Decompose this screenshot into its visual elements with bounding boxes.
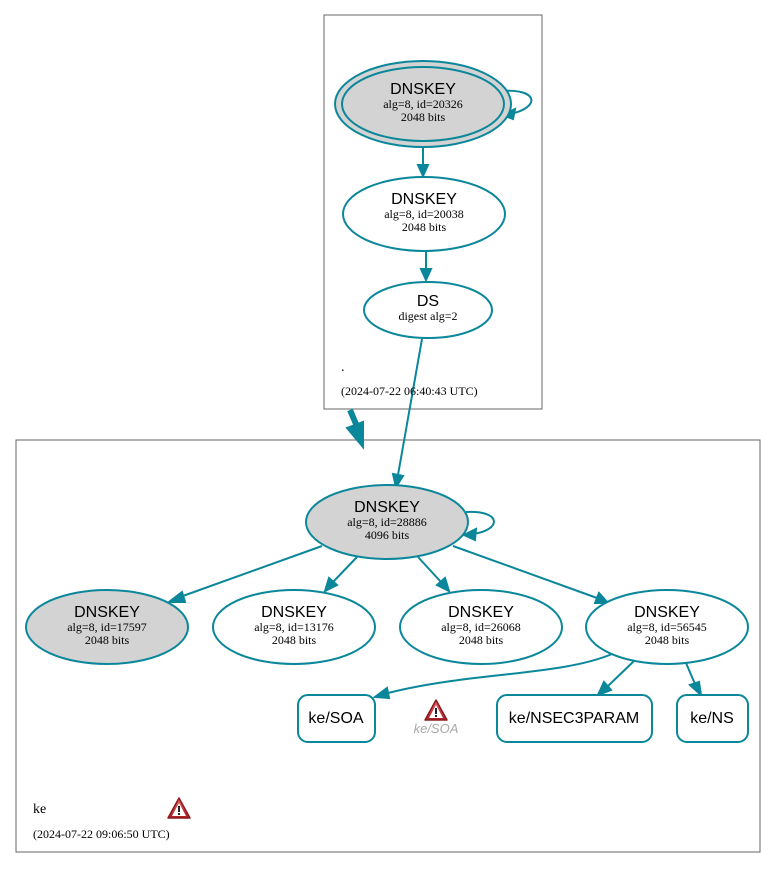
node-ke-key1: DNSKEY alg=8, id=17597 2048 bits [25, 589, 189, 665]
node-title: DNSKEY [390, 81, 456, 98]
node-title: DNSKEY [634, 604, 700, 621]
node-ke-key1-shape [25, 589, 189, 665]
edge-root-ksk-to-zsk-arrow [416, 164, 430, 179]
edge-key4-to-ns-arrow [688, 680, 703, 698]
edge-ke-ksk-self-arrow [461, 527, 478, 542]
node-detail: alg=8, id=28886 [347, 515, 427, 529]
rrset-soa: ke/SOA [297, 694, 376, 743]
edge-key4-to-nsec3param [607, 660, 635, 687]
node-title: DNSKEY [448, 604, 514, 621]
rrset-soa-box [297, 694, 376, 743]
node-detail: 2048 bits [401, 110, 446, 124]
soa-warning-label: ke/SOA [414, 721, 459, 736]
delegation-edge [345, 408, 364, 450]
node-title: DNSKEY [354, 499, 420, 516]
node-root-zsk: DNSKEY alg=8, id=20038 2048 bits [342, 176, 506, 252]
zone-root-name: . [341, 360, 345, 375]
edge-key4-to-ns [685, 662, 696, 685]
rrset-ns: ke/NS [676, 694, 749, 743]
edge-ke-ksk-to-key3 [417, 556, 442, 583]
node-ke-ksk-shape [305, 484, 469, 560]
edge-ke-ksk-self [465, 510, 495, 535]
node-detail: alg=8, id=26068 [441, 620, 521, 634]
edge-ke-ksk-to-key1-arrow [166, 590, 187, 603]
node-detail: alg=8, id=17597 [67, 620, 147, 634]
edge-ke-ksk-to-key2-arrow [323, 576, 339, 593]
zone-root-timestamp: (2024-07-22 06:40:43 UTC) [341, 384, 478, 398]
rrset-nsec3param: ke/NSEC3PARAM [496, 694, 653, 743]
edges [166, 89, 703, 700]
node-ke-key2-shape [212, 589, 376, 665]
edge-ke-ksk-to-key3-arrow [435, 576, 451, 593]
rrset-label: ke/NSEC3PARAM [509, 710, 639, 727]
node-detail: digest alg=2 [398, 309, 457, 323]
node-detail: alg=8, id=13176 [254, 620, 334, 634]
node-root-ds: DS digest alg=2 [363, 281, 493, 339]
node-ke-key4: DNSKEY alg=8, id=56545 2048 bits [585, 589, 749, 665]
node-detail: 2048 bits [272, 633, 317, 647]
rrset-nsec3param-box [496, 694, 653, 743]
node-title: DS [417, 293, 439, 310]
node-detail: alg=8, id=20038 [384, 207, 464, 221]
soa-warning: ke/SOA [414, 699, 459, 736]
node-ke-key2: DNSKEY alg=8, id=13176 2048 bits [212, 589, 376, 665]
node-detail: 4096 bits [365, 528, 410, 542]
edge-ds-to-ke-ksk [397, 338, 423, 476]
edge-key4-to-soa-arrow [372, 686, 391, 700]
edge-key4-to-soa [387, 653, 613, 694]
node-ke-key3-shape [399, 589, 563, 665]
node-title: DNSKEY [391, 191, 457, 208]
node-root-ksk-shape [341, 66, 505, 142]
node-ke-key4-shape [585, 589, 749, 665]
node-detail: 2048 bits [645, 633, 690, 647]
node-detail: alg=8, id=20326 [383, 97, 463, 111]
zone-ke-name: ke [33, 802, 46, 817]
node-root-ksk: DNSKEY alg=8, id=20326 2048 bits [334, 60, 512, 148]
node-root-ds-shape [363, 281, 493, 339]
edge-root-zsk-to-ds-arrow [419, 268, 433, 283]
edge-ke-ksk-to-key1 [179, 545, 323, 598]
node-detail: 2048 bits [402, 220, 447, 234]
rrset-label: ke/NS [690, 710, 734, 727]
edge-root-ksk-self [499, 89, 533, 115]
warning-triangle-icon [167, 797, 191, 819]
edge-ke-ksk-to-key2 [332, 556, 358, 583]
edge-ke-ksk-to-key4 [452, 545, 598, 599]
node-ke-ksk: DNSKEY alg=8, id=28886 4096 bits [305, 484, 469, 560]
edge-ds-to-ke-ksk-arrow [391, 472, 405, 490]
warning-triangle-icon [424, 699, 448, 721]
node-detail: 2048 bits [459, 633, 504, 647]
rrset-label: ke/SOA [308, 710, 363, 727]
node-root-zsk-shape [342, 176, 506, 252]
node-title: DNSKEY [74, 604, 140, 621]
rrset-ns-box [676, 694, 749, 743]
edge-key4-to-nsec3param-arrow [596, 680, 613, 697]
node-detail: alg=8, id=56545 [627, 620, 707, 634]
node-detail: 2048 bits [85, 633, 130, 647]
node-ke-key3: DNSKEY alg=8, id=26068 2048 bits [399, 589, 563, 665]
edge-ke-ksk-to-key4-arrow [593, 591, 611, 604]
zone-ke-timestamp: (2024-07-22 09:06:50 UTC) [33, 827, 170, 841]
node-title: DNSKEY [261, 604, 327, 621]
